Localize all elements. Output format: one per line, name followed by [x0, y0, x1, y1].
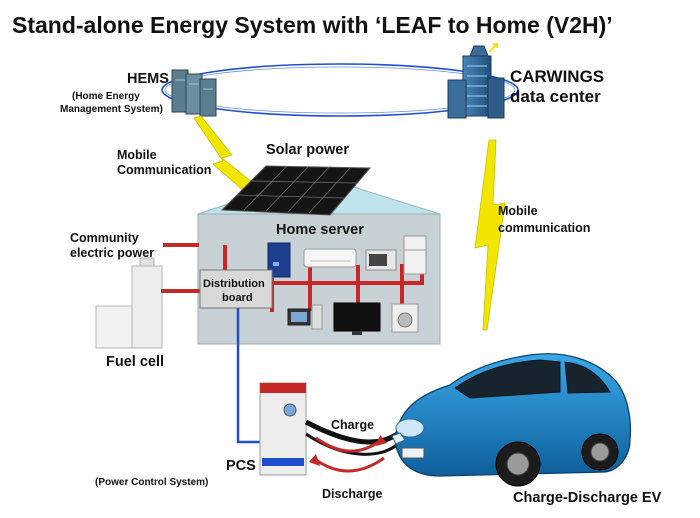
discharge-label: Discharge [322, 487, 382, 501]
distribution-board-icon [199, 269, 273, 309]
hems-sub2-label: Management System) [60, 104, 163, 115]
community-label2: electric power [70, 246, 154, 260]
fuel-cell-label: Fuel cell [106, 354, 164, 370]
computer-icon [287, 304, 323, 330]
mobile-left-label2: Communication [117, 163, 211, 177]
discharge-arrowhead [309, 454, 320, 466]
lightning-right-icon [474, 139, 506, 331]
solar-panel-icon [220, 165, 372, 216]
home-server-label: Home server [276, 222, 364, 238]
community-power-line [163, 243, 199, 247]
mobile-right-label2: communication [498, 221, 590, 235]
carwings-sub-label: data center [510, 87, 601, 106]
pcs-sub-label: (Power Control System) [95, 477, 208, 488]
fuel-cell-icon [95, 257, 163, 349]
air-conditioner-icon [303, 248, 357, 268]
refrigerator-icon [403, 235, 427, 275]
pcs-cabinet-icon [259, 382, 307, 476]
communication-ellipse-inner [164, 66, 516, 114]
carwings-label: CARWINGS [510, 67, 604, 86]
mobile-left-label1: Mobile [117, 148, 157, 162]
charge-arrow [315, 436, 381, 453]
charge-label: Charge [331, 418, 374, 432]
hems-label: HEMS [127, 71, 169, 87]
distribution-label1: Distribution [203, 278, 265, 290]
mobile-right-label1: Mobile [498, 204, 538, 218]
carwings-building-icon [447, 43, 505, 119]
communication-line [236, 308, 262, 444]
television-icon [333, 302, 381, 335]
charge-arrowhead [376, 435, 387, 446]
microwave-icon [365, 249, 397, 271]
ev-label: Charge-Discharge EV [513, 490, 662, 506]
discharge-arrow [315, 456, 385, 473]
solar-power-label: Solar power [266, 142, 349, 158]
home-server-icon [267, 242, 291, 278]
nissan-leaf-ev-icon [391, 353, 632, 487]
hems-server-icon [171, 69, 217, 117]
washing-machine-icon [391, 303, 419, 333]
distribution-label2: board [222, 292, 253, 304]
pcs-label: PCS [226, 458, 256, 474]
community-label1: Community [70, 231, 139, 245]
communication-ellipse [161, 63, 519, 117]
diagram-title: Stand-alone Energy System with ‘LEAF to … [12, 12, 613, 38]
hems-sub1-label: (Home Energy [72, 91, 140, 102]
